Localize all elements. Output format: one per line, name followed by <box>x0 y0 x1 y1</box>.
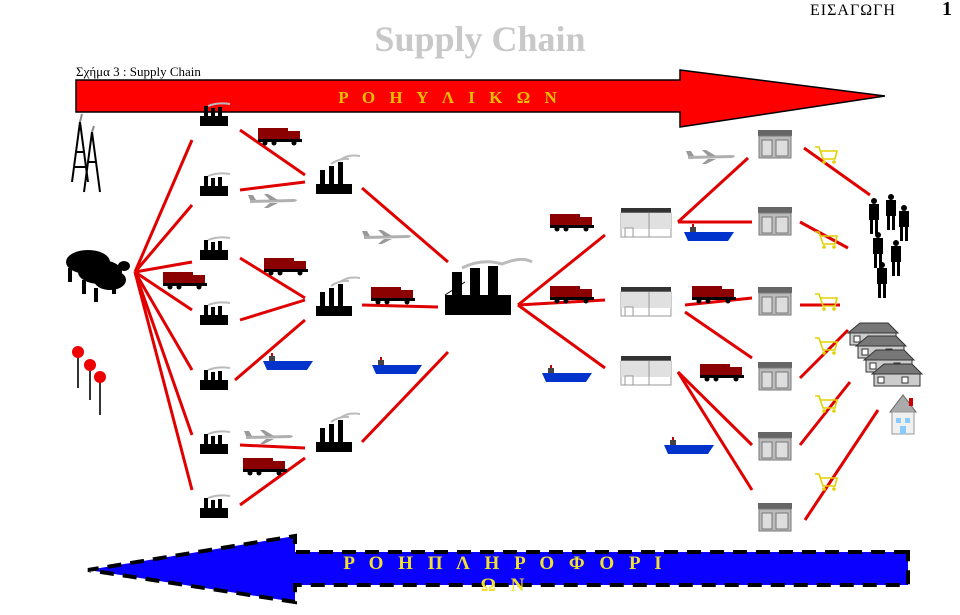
retail-stores <box>757 129 793 532</box>
shopping-carts <box>814 146 838 492</box>
materials-flow-arrow <box>75 69 886 128</box>
materials-flow-label: Ρ Ο Η Υ Λ Ι Κ Ω Ν <box>338 88 562 107</box>
chapter-label: ΕΙΣΑΓΩΓΗ <box>810 2 896 19</box>
information-flow-label: Ρ Ο Η Π Λ Η Ρ Ο Φ Ο Ρ Ι Ω Ν <box>343 553 667 596</box>
houses-icon <box>847 322 923 387</box>
flowers-icon <box>72 346 106 415</box>
tier1-factories <box>199 102 231 519</box>
warehouses <box>620 207 672 386</box>
information-flow-arrow <box>87 533 910 605</box>
tier2-factories <box>315 154 361 453</box>
people-icon <box>869 194 909 298</box>
large-factory-icon <box>444 257 533 315</box>
page-number: 1 <box>942 0 952 20</box>
house-icon <box>888 394 918 435</box>
page-title: Supply Chain <box>374 19 586 59</box>
oil-rig-icon <box>71 113 101 193</box>
cattle-icon <box>66 250 130 302</box>
flow-connectors <box>133 128 880 521</box>
figure-caption: Σχήμα 3 : Supply Chain <box>76 64 201 79</box>
